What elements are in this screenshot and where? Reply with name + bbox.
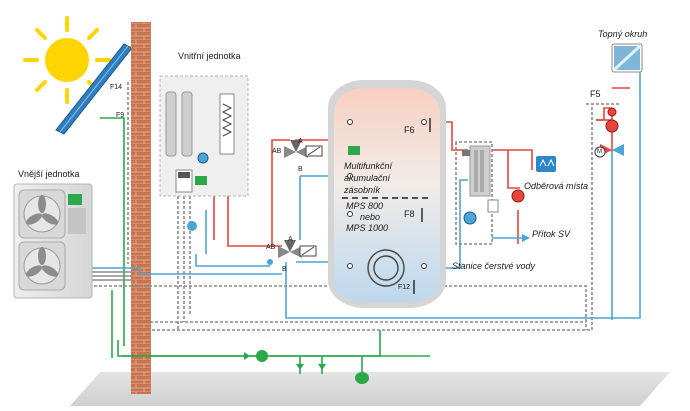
draw-off-points-icon	[511, 156, 556, 203]
draw-off-points-label: Odběrová místa	[524, 181, 589, 191]
tank-desc-2: akumulační	[344, 173, 391, 183]
fittings	[187, 221, 369, 384]
sensor-f12: F12	[398, 284, 411, 291]
sensor-f5: F5	[590, 89, 601, 99]
tank-model-1: MPS 800	[346, 201, 384, 211]
cold-inlet-arrow	[522, 234, 530, 242]
tank-desc-3: zásobník	[344, 185, 381, 195]
tank-model-3: MPS 1000	[346, 223, 389, 233]
sensor-f9: F9	[116, 112, 125, 119]
outdoor-unit	[13, 183, 93, 299]
tank-desc-1: Multifunkční	[344, 161, 393, 171]
tank-model-2: nebo	[360, 212, 381, 222]
indoor-unit-label: Vnitřní jednotka	[178, 51, 241, 61]
storage-tank	[328, 80, 446, 308]
three-way-valve-upper	[284, 140, 323, 158]
mixing-valve-motor	[594, 146, 606, 158]
brick-wall	[131, 22, 151, 394]
floor	[70, 372, 670, 406]
sensor-f14: F14	[110, 84, 123, 91]
freshwater-station-label: Stanice čerstvé vody	[452, 261, 536, 271]
heating-circuit-radiator	[596, 43, 643, 121]
heating-circuit-label: Topný okruh	[598, 29, 648, 39]
mixing-motor-label: M	[597, 149, 602, 155]
indoor-unit	[159, 75, 249, 197]
outdoor-unit-label: Vnější jednotka	[18, 169, 80, 179]
sensor-f6: F6	[404, 125, 415, 135]
valve-upper-a: A	[298, 138, 303, 145]
valve-upper-ab: AB	[272, 148, 282, 155]
valve-lower-b: B	[282, 266, 287, 273]
valve-upper-b: B	[298, 166, 303, 173]
valve-lower-a: A	[288, 236, 293, 243]
sensor-f8: F8	[404, 209, 415, 219]
valve-lower-ab: AB	[266, 244, 276, 251]
heating-pump	[605, 107, 619, 133]
cold-water-inlet-label: Přítok SV	[532, 229, 571, 239]
three-way-valve-lower	[278, 240, 317, 258]
freshwater-station	[462, 145, 499, 225]
